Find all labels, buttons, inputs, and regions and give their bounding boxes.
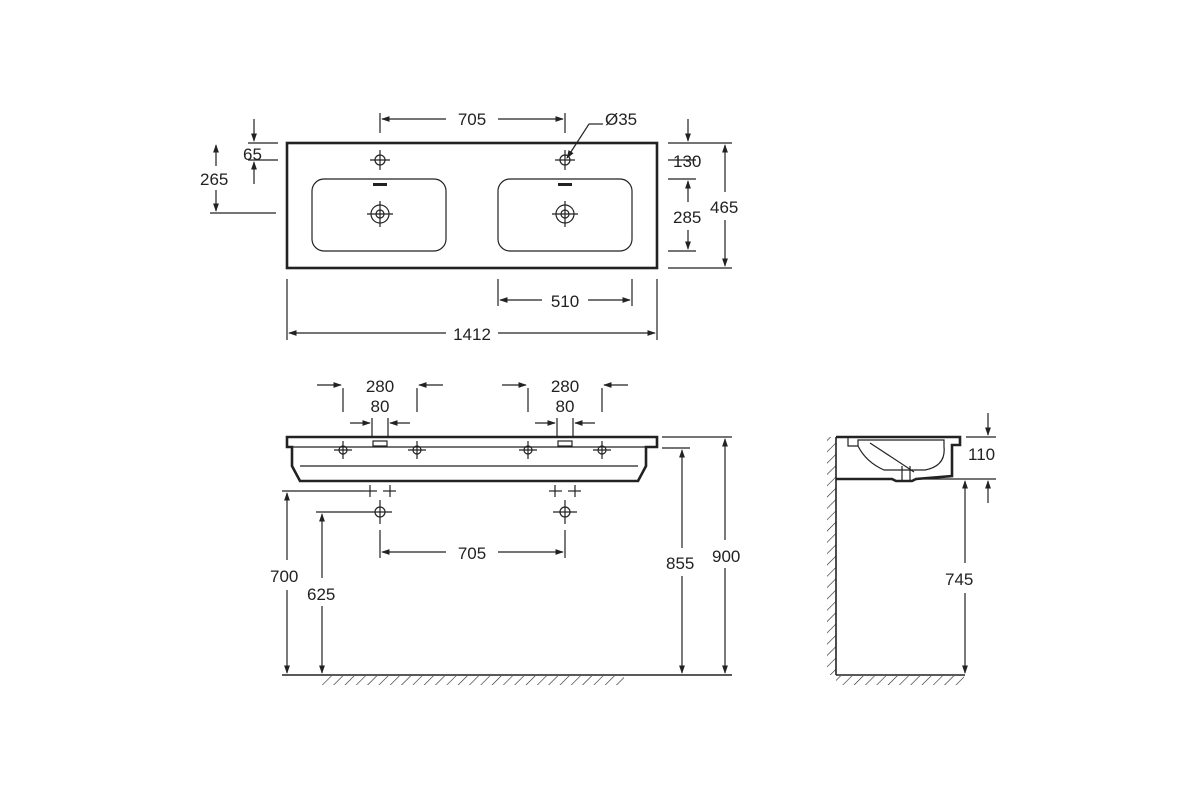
right-drain-outlet bbox=[553, 500, 577, 524]
dim-water-supply-height: 700 bbox=[270, 567, 298, 586]
dim-faucet-spacing: 705 bbox=[458, 110, 486, 129]
valve-marker-3 bbox=[519, 441, 537, 459]
dim-basin-thickness: 110 bbox=[968, 445, 995, 464]
valve-marker-4 bbox=[593, 441, 611, 459]
valve-marker-1 bbox=[334, 441, 352, 459]
side-view: 110 745 bbox=[827, 413, 996, 685]
dim-left-valve-spacing: 80 bbox=[371, 397, 390, 416]
dim-edge-to-drain: 265 bbox=[200, 170, 228, 189]
dim-underside-height-side: 745 bbox=[945, 570, 973, 589]
right-overflow-front bbox=[557, 440, 573, 447]
dim-edge-to-faucet: 65 bbox=[243, 145, 262, 164]
basin-outline-front bbox=[285, 435, 659, 483]
dim-right-valve-spacing: 80 bbox=[556, 397, 575, 416]
left-overflow-front bbox=[372, 440, 388, 447]
basin-profile-side bbox=[836, 435, 962, 483]
valve-marker-2 bbox=[408, 441, 426, 459]
right-overflow-slot bbox=[558, 183, 572, 186]
dim-bowl-width: 510 bbox=[551, 292, 579, 311]
right-drain bbox=[552, 201, 578, 227]
dim-bowl-depth: 285 bbox=[673, 208, 701, 227]
floor-hatch-front bbox=[322, 676, 624, 685]
supply-marker-3 bbox=[549, 485, 562, 497]
dim-total-width: 1412 bbox=[453, 325, 491, 344]
left-bowl-top bbox=[311, 178, 447, 252]
dim-left-pipe-spacing: 280 bbox=[366, 377, 394, 396]
front-view: 280 80 280 80 705 700 bbox=[270, 377, 740, 685]
dim-drain-height: 625 bbox=[307, 585, 335, 604]
top-view: 705 Ø35 65 265 130 285 465 bbox=[200, 110, 738, 344]
dim-hole-diameter: Ø35 bbox=[605, 110, 637, 129]
supply-marker-2 bbox=[383, 485, 396, 497]
floor-hatch-side bbox=[836, 676, 964, 685]
supply-marker-4 bbox=[568, 485, 581, 497]
right-faucet-hole bbox=[555, 150, 575, 170]
basin-outline-top bbox=[285, 141, 659, 270]
left-overflow-slot bbox=[373, 183, 387, 186]
wall-hatch bbox=[827, 437, 836, 675]
supply-marker-1 bbox=[364, 485, 377, 497]
dim-drain-spacing: 705 bbox=[458, 544, 486, 563]
dim-total-depth: 465 bbox=[710, 198, 738, 217]
dim-top-height: 900 bbox=[712, 547, 740, 566]
left-drain bbox=[367, 201, 393, 227]
dim-underside-height: 855 bbox=[666, 554, 694, 573]
dim-right-pipe-spacing: 280 bbox=[551, 377, 579, 396]
right-bowl-top bbox=[497, 178, 633, 252]
left-faucet-hole bbox=[370, 150, 390, 170]
left-drain-outlet bbox=[368, 500, 392, 524]
dim-back-to-faucet: 130 bbox=[673, 152, 701, 171]
